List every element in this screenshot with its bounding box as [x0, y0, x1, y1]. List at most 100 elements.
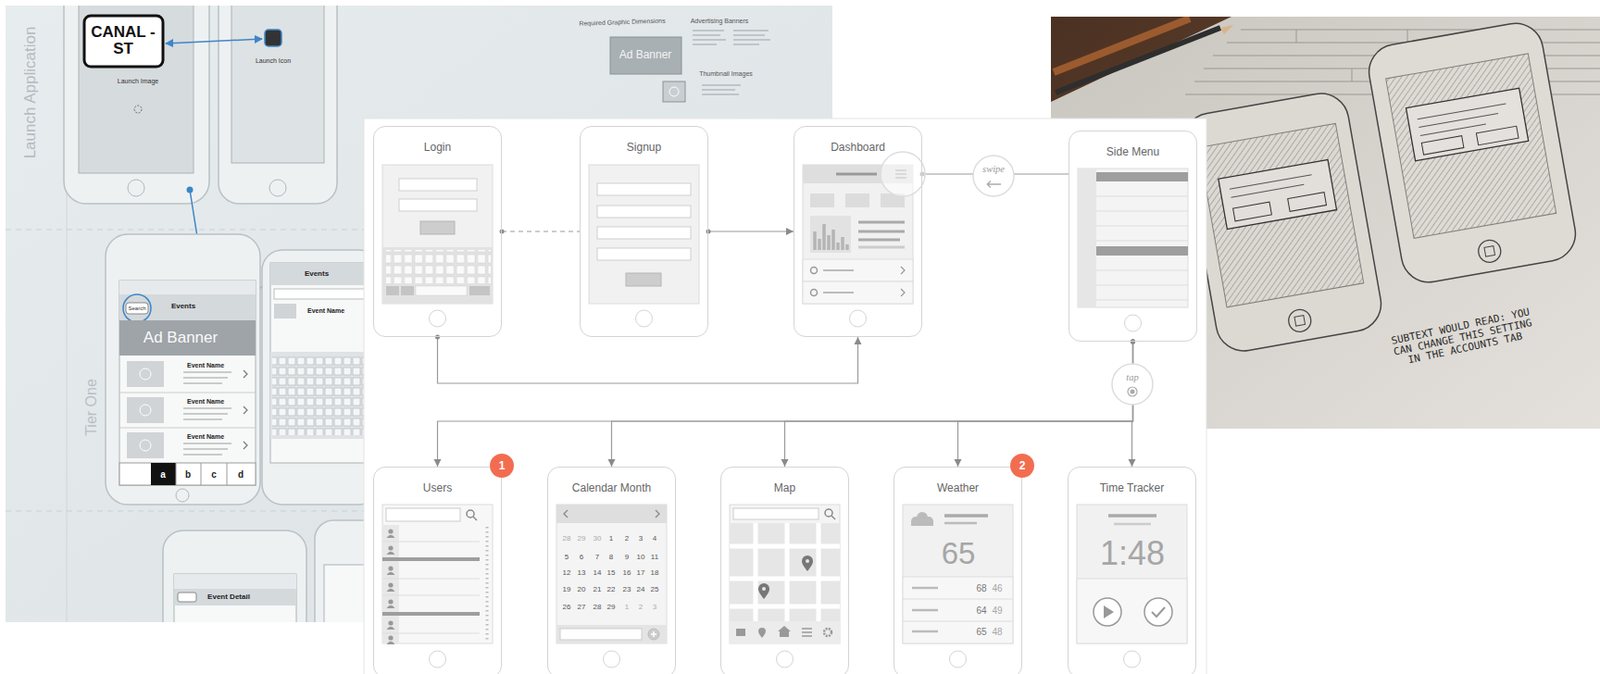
- screen-title: Login: [374, 140, 501, 154]
- sketch-phone: [1287, 192, 1327, 213]
- photo-caption: Launch Image: [117, 77, 159, 86]
- time-tracker-screen: [1108, 513, 1157, 518]
- connector-dot: [1130, 339, 1136, 345]
- calendar-day: 30: [593, 535, 602, 544]
- keyboard-phone: [262, 250, 380, 505]
- list-item-title: Event Name: [187, 433, 225, 441]
- keyboard-phone: [272, 355, 378, 436]
- signup-screen: [597, 226, 691, 239]
- graphic-dimensions-sheet: [701, 85, 741, 95]
- signup-screen: [625, 273, 662, 287]
- dashboard-screen: [802, 259, 913, 282]
- tap-gesture: [1130, 389, 1136, 395]
- phone-screen: Weather: [893, 466, 1023, 674]
- phone-screen: Map: [720, 466, 850, 674]
- dashboard-screen: [811, 289, 818, 297]
- calendar-day: 12: [562, 569, 572, 578]
- calendar-day: 18: [650, 569, 660, 578]
- banner-text: Ad Banner: [619, 49, 673, 62]
- calendar-day: 15: [607, 569, 616, 578]
- signup-screen: [597, 183, 691, 196]
- calendar-screen: [650, 631, 657, 638]
- events-phone: [243, 370, 248, 450]
- events-phone: [123, 294, 151, 323]
- calendar-day: 21: [593, 586, 602, 595]
- calendar-screen: [563, 510, 660, 518]
- flow-connector: [708, 230, 794, 232]
- sketch-phone: [1233, 201, 1273, 222]
- launch-image-phone: [63, 5, 210, 204]
- callout-number: 2: [1010, 453, 1035, 478]
- phone-screen: Dashboard: [793, 125, 923, 338]
- screen-title: Calendar Month: [548, 481, 675, 495]
- side-menu-screen: [1096, 172, 1188, 182]
- users-screen: [382, 525, 400, 644]
- map-screen: [729, 523, 840, 622]
- side-menu-screen: [1125, 314, 1142, 332]
- screen-title: Weather: [894, 481, 1022, 495]
- weather-screen: [911, 521, 934, 526]
- calendar-day: 29: [577, 535, 587, 544]
- calendar-day: 2: [638, 603, 643, 613]
- calendar-screen: [556, 504, 667, 644]
- login-screen: [382, 164, 493, 304]
- flow-connector: [958, 341, 1134, 467]
- event-detail-phone: [174, 574, 297, 589]
- time-tracker-screen: [1124, 650, 1141, 668]
- users-screen: [387, 620, 396, 630]
- connector-dot: [1130, 339, 1136, 345]
- keyboard-phone: [270, 262, 380, 286]
- events-phone: [126, 397, 164, 424]
- phone-screen: Side Menu: [1068, 130, 1198, 342]
- flow-connector-group: [435, 335, 859, 385]
- screen-title: Time Tracker: [1068, 481, 1196, 495]
- timer-value: 1:48: [1100, 535, 1165, 573]
- calendar-day: 10: [637, 553, 646, 563]
- login-screen: [386, 250, 491, 284]
- connector-dot: [1130, 339, 1136, 345]
- swipe-gesture: [987, 181, 1001, 188]
- calendar-screen: [556, 504, 667, 644]
- map-screen: [801, 628, 813, 637]
- dashboard-screen: [858, 222, 905, 240]
- gesture-label: tap: [1124, 372, 1140, 384]
- keyboard-phone: [270, 262, 380, 463]
- sketch-photo: [1220, 25, 1234, 35]
- screen-title: Map: [721, 481, 849, 495]
- map-screen: [736, 628, 746, 637]
- gesture-label: swipe: [980, 163, 1007, 175]
- button-text: Search: [127, 305, 146, 313]
- users-screen: [387, 565, 396, 575]
- users-screen: [387, 582, 396, 592]
- section-heading: Tier One: [83, 378, 100, 437]
- phone-screen: Time Tracker: [1067, 466, 1197, 674]
- sketch-phone: [1406, 87, 1529, 162]
- time-tracker-screen: [1093, 598, 1122, 626]
- calendar-day: 5: [564, 553, 569, 563]
- map-screen: [729, 504, 840, 644]
- keyboard-phone: [262, 250, 380, 505]
- graphic-dimensions-sheet: [669, 87, 679, 97]
- weather-screen: [950, 650, 967, 668]
- login-screen: [429, 310, 447, 327]
- calendar-screen: [556, 504, 667, 524]
- screen-title: Signup: [580, 140, 708, 154]
- high-temperature: 65: [975, 626, 987, 638]
- dashboard-screen: [814, 224, 848, 250]
- users-screen: [486, 526, 489, 642]
- map-screen: [729, 621, 840, 644]
- tap-gesture: [1112, 363, 1153, 405]
- photo-caption: Launch Icon: [255, 57, 291, 65]
- map-screen: [733, 508, 819, 520]
- users-screen: [386, 508, 461, 522]
- calendar-screen: [556, 625, 667, 644]
- keyboard-phone: [274, 303, 297, 319]
- login-screen: [382, 164, 493, 304]
- users-screen: [429, 650, 447, 668]
- dashboard-screen: [850, 310, 867, 327]
- launch-image-phone: [78, 5, 194, 174]
- handwritten-note: SUBTEXT WOULD READ: YOU CAN CHANGE THIS …: [1385, 305, 1542, 371]
